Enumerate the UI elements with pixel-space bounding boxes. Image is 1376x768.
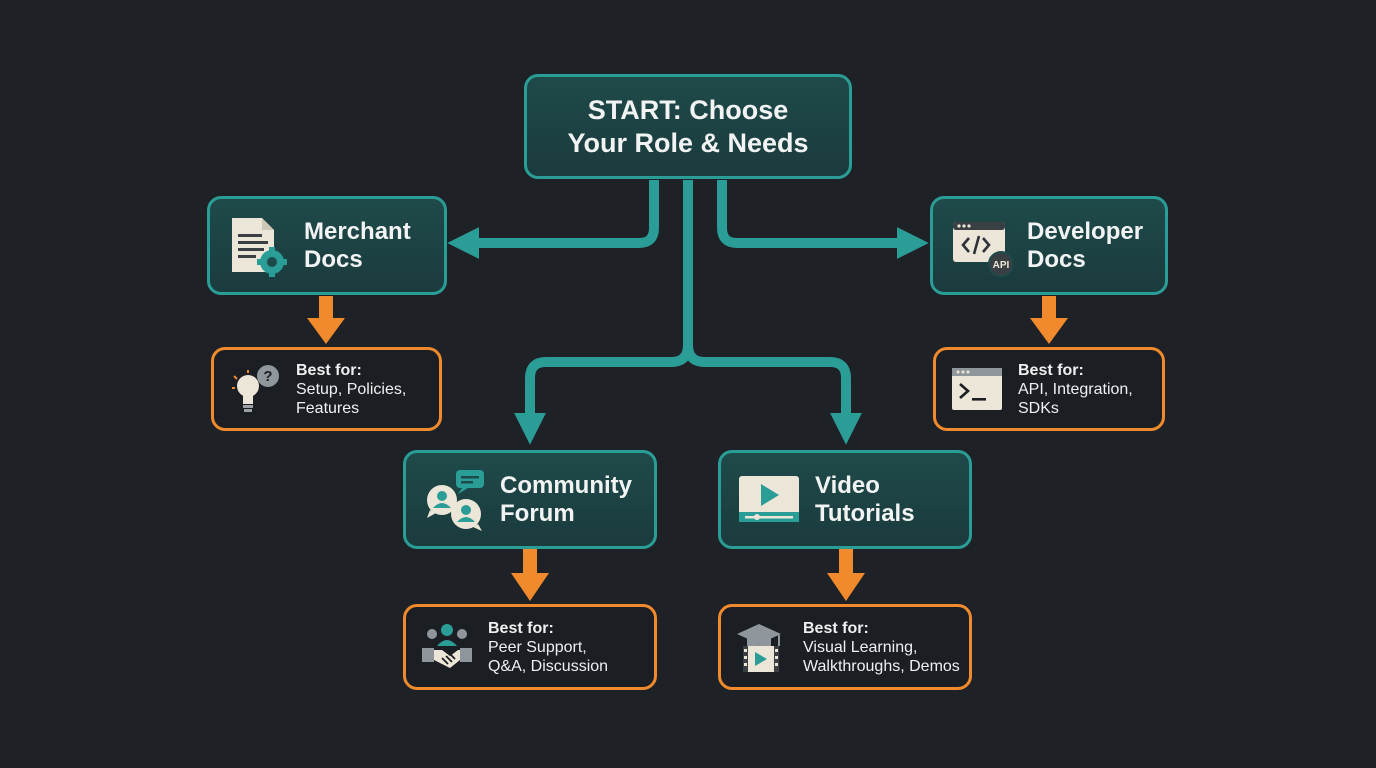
community-bestfor-line1: Peer Support, (488, 638, 587, 656)
video-bestfor-line1: Visual Learning, (803, 638, 918, 656)
merchant-docs-node: Merchant Docs (207, 196, 447, 295)
start-title-line1: START: Choose (587, 94, 789, 125)
code-window-api-icon: API (953, 221, 1013, 277)
video-bestfor-heading: Best for: (803, 619, 869, 637)
document-gear-icon (232, 217, 287, 277)
developer-docs-line1: Developer (1027, 217, 1144, 245)
connector-start-developer (717, 180, 929, 260)
merchant-bestfor-heading: Best for: (296, 361, 362, 379)
video-bestfor-box: Best for: Visual Learning, Walkthroughs,… (718, 604, 972, 690)
api-badge-text: API (993, 260, 1010, 271)
connector-start-merchant (447, 180, 659, 260)
merchant-docs-label: Merchant Docs (304, 218, 411, 274)
community-forum-line2: Forum (500, 499, 575, 527)
video-bestfor-line2: Walkthroughs, Demos (803, 657, 960, 675)
svg-text:?: ? (263, 368, 272, 385)
video-tutorials-line1: Video (815, 471, 880, 499)
developer-docs-label: Developer Docs (1027, 218, 1143, 274)
handshake-group-icon (422, 624, 472, 668)
merchant-docs-line2: Docs (304, 245, 363, 273)
video-tutorials-node: Video Tutorials (718, 450, 972, 549)
developer-bestfor-line1: API, Integration, (1018, 380, 1133, 398)
community-forum-line1: Community (500, 471, 632, 499)
merchant-bestfor-text: Best for: Setup, Policies, Features (296, 361, 406, 418)
community-bestfor-line2: Q&A, Discussion (488, 657, 609, 675)
developer-bestfor-heading: Best for: (1018, 361, 1084, 379)
start-title: START: Choose Your Role & Needs (567, 94, 808, 160)
community-bestfor-heading: Best for: (488, 619, 554, 637)
merchant-docs-line1: Merchant (304, 217, 411, 245)
developer-bestfor-text: Best for: API, Integration, SDKs (1018, 361, 1133, 418)
developer-bestfor-line2: SDKs (1018, 399, 1059, 417)
terminal-icon (952, 368, 1002, 410)
connector-start-community (513, 344, 693, 445)
start-node: START: Choose Your Role & Needs (524, 74, 852, 179)
developer-docs-node: API Developer Docs (930, 196, 1168, 295)
video-player-icon (739, 475, 799, 522)
community-bestfor-box: Best for: Peer Support, Q&A, Discussion (403, 604, 657, 690)
community-forum-label: Community Forum (500, 472, 632, 528)
graduation-video-icon (737, 624, 781, 672)
merchant-bestfor-line1: Setup, Policies, (296, 380, 407, 398)
video-tutorials-line2: Tutorials (815, 499, 915, 527)
community-forum-node: Community Forum (403, 450, 657, 549)
arrow-developer-bestfor (1030, 296, 1068, 344)
merchant-bestfor-box: ? Best for: Setup, Policies, Features (211, 347, 442, 431)
arrow-merchant-bestfor (307, 296, 345, 344)
arrow-video-bestfor (827, 549, 865, 601)
lightbulb-question-icon: ? (232, 365, 279, 412)
start-title-line2: Your Role & Needs (567, 127, 809, 158)
developer-bestfor-box: Best for: API, Integration, SDKs (933, 347, 1165, 431)
connector-start-video (683, 344, 863, 445)
arrow-community-bestfor (511, 549, 549, 601)
video-tutorials-label: Video Tutorials (815, 472, 915, 528)
developer-docs-line2: Docs (1027, 245, 1086, 273)
chat-users-icon (427, 469, 484, 531)
merchant-bestfor-line2: Features (296, 399, 360, 417)
community-bestfor-text: Best for: Peer Support, Q&A, Discussion (488, 619, 608, 676)
video-bestfor-text: Best for: Visual Learning, Walkthroughs,… (803, 619, 960, 676)
